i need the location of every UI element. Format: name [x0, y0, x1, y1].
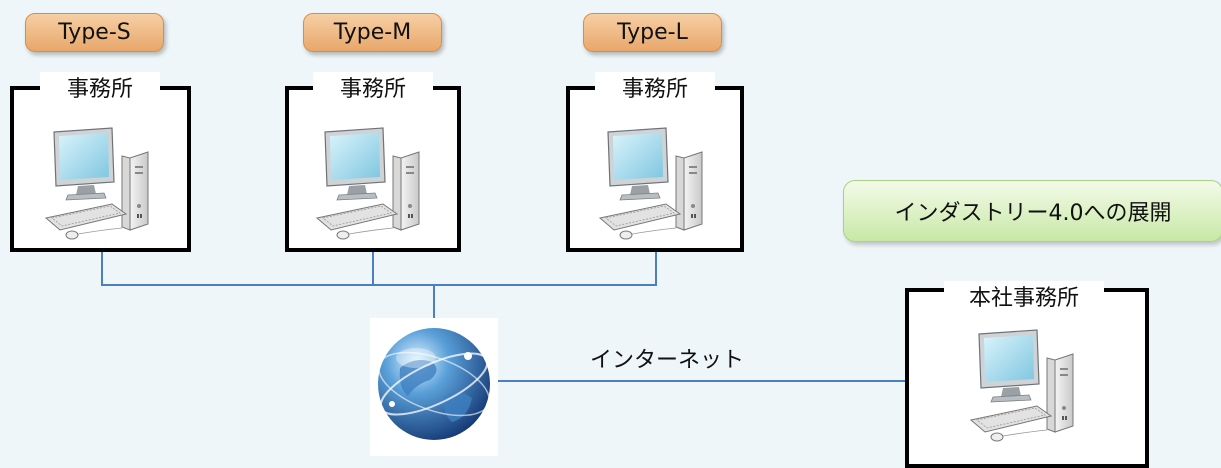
connector-line [497, 380, 905, 382]
connector-line [372, 252, 374, 285]
type-l-tag: Type-L [583, 13, 722, 52]
type-s-tag: Type-S [25, 13, 164, 52]
office-box-m [285, 86, 461, 252]
head-office-label: 本社事務所 [944, 281, 1104, 317]
internet-label: インターネット [590, 348, 745, 373]
desktop-computer-icon [313, 126, 433, 241]
desktop-computer-icon [42, 126, 162, 241]
internet-globe-icon [378, 328, 490, 440]
connector-line [101, 252, 103, 285]
office-box-s [10, 86, 191, 252]
type-m-tag: Type-M [303, 13, 442, 52]
desktop-computer-icon [596, 126, 716, 241]
desktop-computer-icon [967, 328, 1087, 443]
industry-4-0-banner: インダストリー4.0への展開 [843, 180, 1221, 242]
office-box-l [566, 86, 744, 252]
office-label-s: 事務所 [40, 72, 160, 108]
office-label-m: 事務所 [313, 72, 433, 108]
connector-line [655, 252, 657, 285]
office-label-l: 事務所 [595, 72, 715, 108]
connector-line [101, 284, 657, 286]
internet-globe-tile [370, 318, 498, 456]
connector-line [433, 284, 435, 318]
